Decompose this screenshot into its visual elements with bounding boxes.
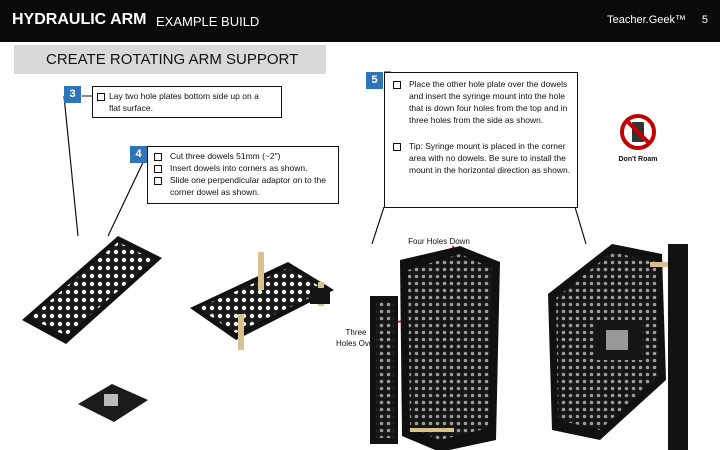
step-4-item: Cut three dowels 51mm (~2") xyxy=(170,151,281,161)
step-4-item: Insert dowels into corners as shown. xyxy=(170,163,308,173)
dowel xyxy=(238,314,244,350)
step-5-badge: 5 xyxy=(366,72,383,89)
header-bar: HYDRAULIC ARM EXAMPLE BUILD Teacher.Geek… xyxy=(0,0,720,42)
no-symbol-icon xyxy=(620,114,656,150)
step-4-box: Cut three dowels 51mm (~2") Insert dowel… xyxy=(147,146,339,204)
step-3-badge: 3 xyxy=(64,86,81,103)
step-4-item: Slide one perpendicular adaptor on to th… xyxy=(170,175,326,197)
section-title: CREATE ROTATING ARM SUPPORT xyxy=(46,51,299,68)
step-5-box: Place the other hole plate over the dowe… xyxy=(384,72,578,208)
assembled-arm-support-center xyxy=(370,246,500,450)
step-3-item: Lay two hole plates bottom side up on a … xyxy=(109,91,259,113)
dowel xyxy=(258,252,264,290)
checkbox-icon xyxy=(154,153,162,161)
adaptor xyxy=(310,288,330,304)
step-4-badge: 4 xyxy=(130,146,147,163)
checkbox-icon xyxy=(393,81,401,89)
checkbox-icon xyxy=(393,143,401,151)
step-5-item: Place the other hole plate over the dowe… xyxy=(409,79,568,125)
checkbox-icon xyxy=(97,93,105,101)
three-holes-over-label: Three Holes Over xyxy=(336,328,377,348)
assembled-arm-support-right xyxy=(548,244,688,450)
section-title-bar: CREATE ROTATING ARM SUPPORT xyxy=(14,45,326,74)
checkbox-icon xyxy=(154,165,162,173)
hole-plate-middle xyxy=(190,262,334,340)
step-3-box: Lay two hole plates bottom side up on a … xyxy=(92,86,282,118)
dont-roam-label: Don't Roam xyxy=(618,156,658,163)
brand-label: Teacher.Geek™ xyxy=(607,14,686,26)
syringe-mount xyxy=(78,384,148,422)
page-number: 5 xyxy=(701,14,708,26)
step-5-item: Tip: Syringe mount is placed in the corn… xyxy=(409,141,571,175)
hole-plate-left xyxy=(22,236,162,344)
four-holes-down-label: Four Holes Down xyxy=(408,237,470,246)
page-title: HYDRAULIC ARM xyxy=(12,11,147,28)
page-subtitle: EXAMPLE BUILD xyxy=(156,14,260,29)
checkbox-icon xyxy=(154,177,162,185)
